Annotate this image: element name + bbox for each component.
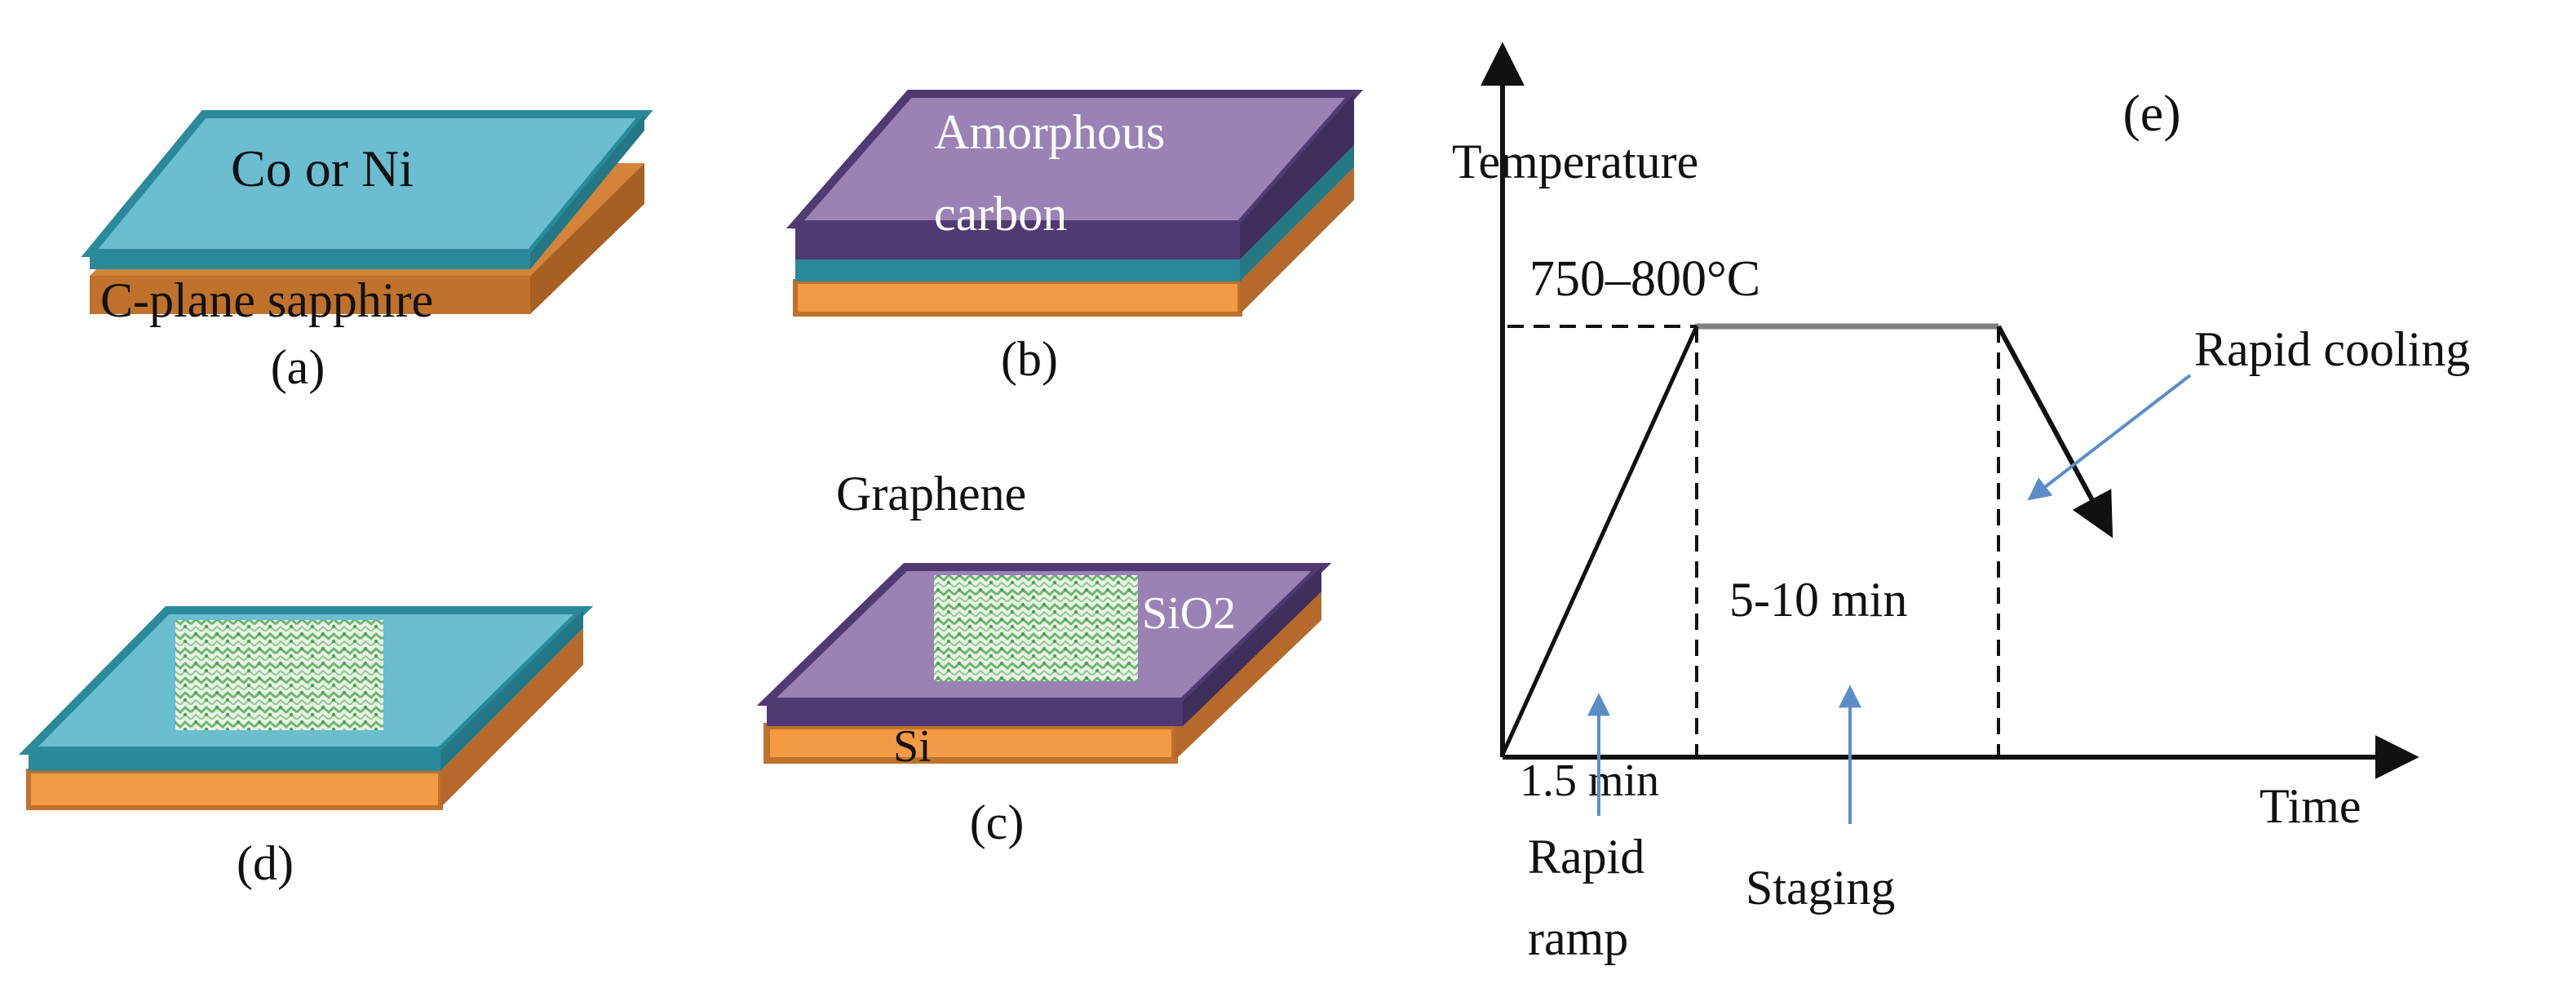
graphene-sheet — [934, 575, 1138, 681]
panel-e-chart: (e) Temperature Time 750–800°C 5-10 min … — [1452, 42, 2470, 965]
plateau-temperature-label: 750–800°C — [1529, 251, 1760, 307]
panel-e-caption: (e) — [2122, 84, 2180, 142]
sapphire-substrate-side — [440, 628, 583, 808]
panel-c-caption: (c) — [970, 795, 1025, 849]
si-substrate-front — [764, 723, 1178, 764]
sapphire-substrate-front — [90, 276, 530, 314]
sapphire-substrate-side — [530, 163, 644, 314]
ramp-label-line1: Rapid — [1528, 830, 1644, 884]
ramp-time-label: 1.5 min — [1520, 756, 1659, 806]
graphene-sheet — [175, 620, 383, 730]
substrate-label: C-plane sapphire — [100, 273, 433, 327]
hold-time-label: 5-10 min — [1729, 573, 1907, 627]
sapphire-substrate-front — [793, 279, 1242, 317]
panel-d-caption: (d) — [237, 836, 294, 890]
metal-film-front — [29, 751, 440, 771]
panel-b-caption: (b) — [1001, 332, 1058, 386]
metal-film-side — [440, 610, 583, 771]
oxide-label: SiO2 — [1142, 588, 1236, 639]
cooling-arrow — [2027, 374, 2192, 501]
metal-film-side — [1240, 145, 1354, 281]
metal-film-side — [530, 114, 644, 269]
si-label: Si — [893, 721, 932, 772]
graphene-label: Graphene — [836, 467, 1026, 521]
metal-film-front — [795, 259, 1240, 281]
panel-c: Graphene SiO2 Si (c) — [756, 467, 1332, 849]
y-axis-label: Temperature — [1452, 135, 1698, 188]
oxide-film-side — [1183, 567, 1321, 726]
panel-d: (d) — [19, 606, 594, 890]
panel-a: Co or Ni C-plane sapphire (a) — [81, 110, 653, 394]
carbon-film-side — [1240, 94, 1354, 259]
x-axis-label: Time — [2260, 779, 2361, 833]
cooling-segment — [1996, 325, 2113, 538]
ramp-label-line2: ramp — [1528, 911, 1628, 965]
panel-a-caption: (a) — [271, 340, 325, 394]
carbon-label-line2: carbon — [934, 187, 1067, 241]
oxide-film-front — [767, 702, 1183, 726]
panel-b: Amorphous carbon (b) — [786, 90, 1364, 386]
metal-label: Co or Ni — [231, 140, 414, 197]
si-substrate-side — [1175, 592, 1321, 760]
metal-film-front — [90, 253, 530, 269]
carbon-label-line1: Amorphous — [934, 105, 1165, 159]
cooling-label: Rapid cooling — [2194, 322, 2470, 376]
sapphire-substrate-front — [26, 769, 443, 810]
staging-label: Staging — [1746, 861, 1895, 915]
sapphire-substrate-side — [1240, 167, 1354, 314]
carbon-film-front — [795, 224, 1240, 259]
temperature-profile — [1500, 324, 1998, 756]
